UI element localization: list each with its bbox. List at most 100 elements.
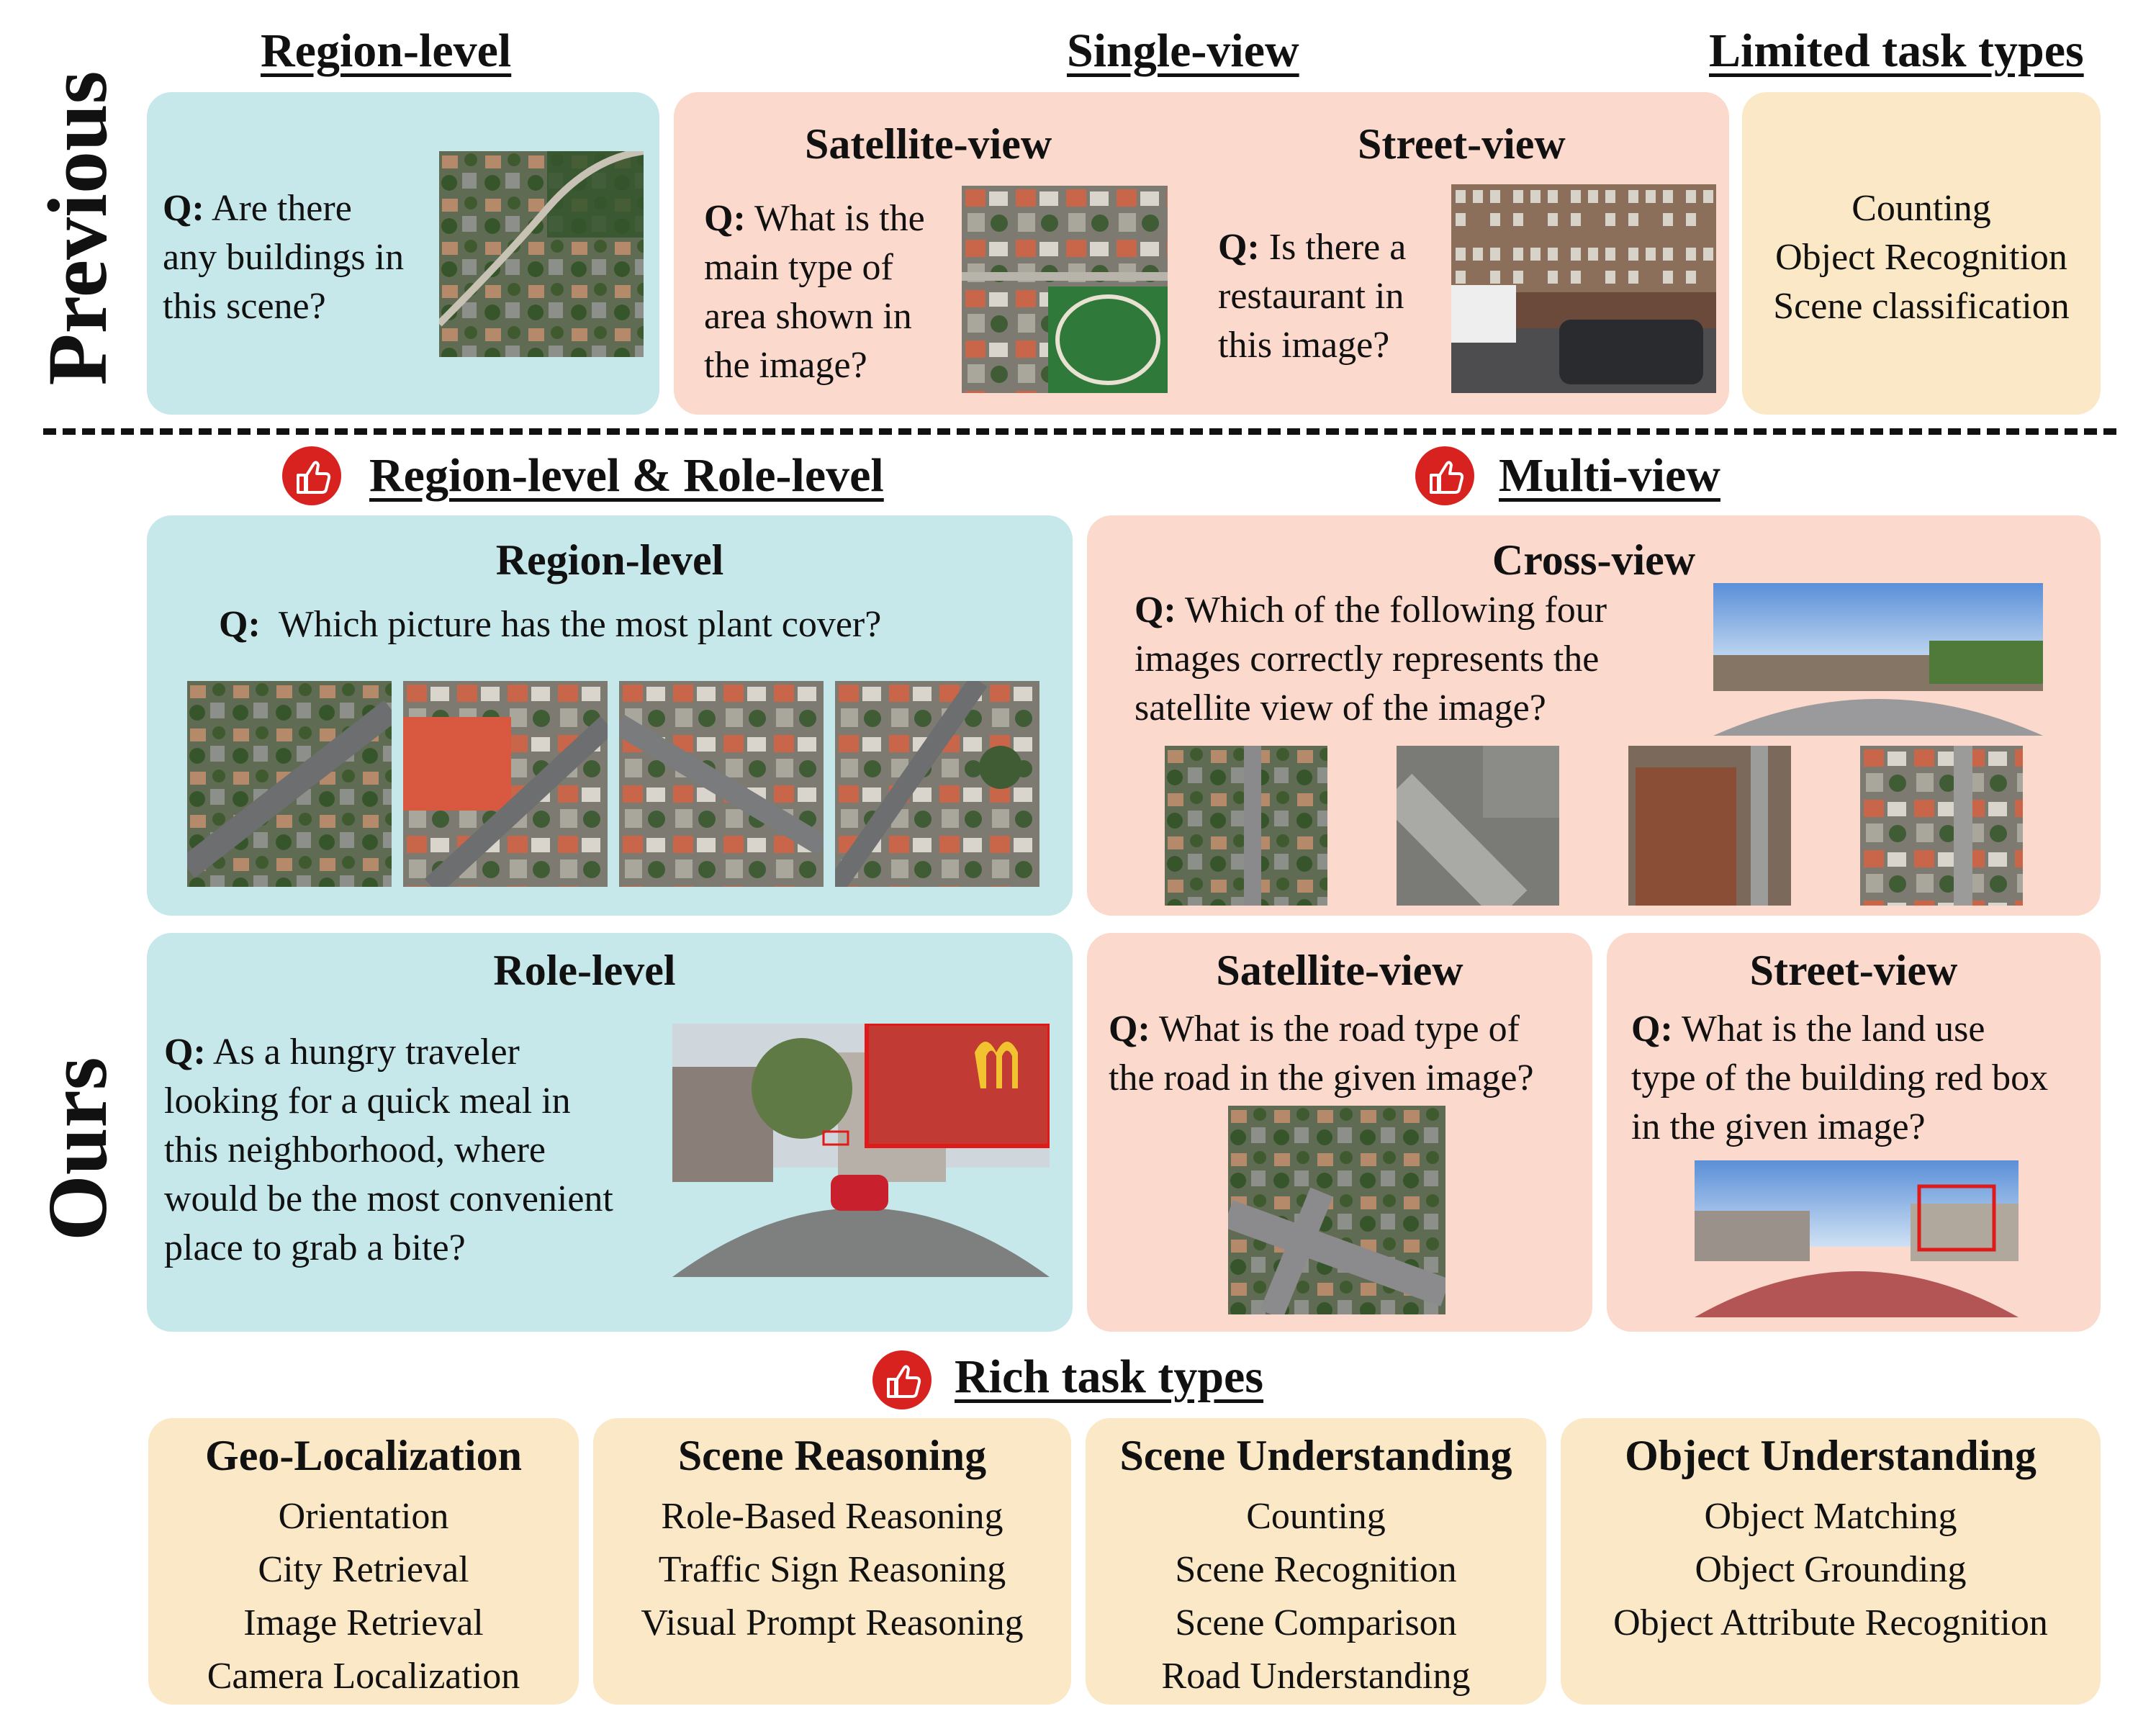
- header-rich-task-types: Rich task types: [955, 1350, 1264, 1403]
- q-prefix: Q:: [1631, 1009, 1673, 1050]
- ours-cross-view-panel: Cross-view Q: Which of the following fou…: [1087, 515, 2101, 916]
- task-group-scene-reasoning: Scene Reasoning Role-Based Reasoning Tra…: [593, 1418, 1071, 1705]
- task-item: Object Grounding: [1695, 1549, 1967, 1590]
- previous-task-list: Counting Object Recognition Scene classi…: [1742, 184, 2101, 331]
- task-item: Counting: [1246, 1496, 1386, 1537]
- task-group-title: Object Understanding: [1625, 1432, 2037, 1479]
- question-line: the image?: [704, 345, 867, 386]
- question-line: What is the land use: [1681, 1009, 1985, 1050]
- task-item: Image Retrieval: [243, 1602, 484, 1643]
- ours-street-view-panel: Street-view Q: What is the land use type…: [1607, 933, 2101, 1332]
- satellite-view-title: Satellite-view: [1216, 947, 1463, 994]
- question-line: this image?: [1218, 325, 1390, 366]
- task-item: Object Matching: [1704, 1496, 1957, 1537]
- q-prefix: Q:: [704, 198, 746, 239]
- street-question: Q: Is there a restaurant in this image?: [1218, 223, 1456, 370]
- cross-view-title: Cross-view: [1492, 536, 1696, 584]
- street-view-question: Q: What is the land use type of the buil…: [1631, 1005, 2099, 1152]
- task-item: Object Attribute Recognition: [1613, 1602, 2048, 1643]
- question-line: restaurant in: [1218, 276, 1404, 317]
- street-view-title: Street-view: [1749, 947, 1958, 994]
- header-limited-task-types: Limited task types: [1709, 24, 2084, 77]
- satellite-view-title: Satellite-view: [805, 120, 1052, 168]
- satellite-option-3: [1628, 746, 1791, 906]
- dashed-divider: [43, 428, 2116, 435]
- road-satellite-image: [1228, 1106, 1445, 1314]
- panorama-image: [1713, 583, 2043, 736]
- task-group-scene-understanding: Scene Understanding Counting Scene Recog…: [1086, 1418, 1546, 1705]
- q-prefix: Q:: [164, 1032, 206, 1073]
- task-group-items: Orientation City Retrieval Image Retriev…: [148, 1490, 579, 1703]
- question-line: in the given image?: [1631, 1106, 1926, 1147]
- task-item: Visual Prompt Reasoning: [641, 1602, 1024, 1643]
- previous-tasks-panel: Counting Object Recognition Scene classi…: [1742, 92, 2101, 415]
- task-group-title: Scene Understanding: [1119, 1432, 1512, 1479]
- satellite-option-4: [1860, 746, 2023, 906]
- region-level-question: Q: Which picture has the most plant cove…: [219, 600, 881, 649]
- satellite-option-2: [1397, 746, 1559, 906]
- role-level-title: Role-level: [493, 947, 676, 994]
- header-region-role-level: Region-level & Role-level: [369, 449, 884, 502]
- previous-region-panel: Q: Are there any buildings in this scene…: [147, 92, 659, 415]
- satellite-image: [962, 186, 1168, 393]
- question-line: the road in the given image?: [1109, 1057, 1534, 1098]
- aerial-option-2: [403, 681, 608, 887]
- task-item: City Retrieval: [258, 1549, 469, 1590]
- question-line: Is there a: [1268, 227, 1407, 268]
- ours-side-label: Ours: [30, 1057, 125, 1241]
- header-region-level: Region-level: [261, 24, 512, 77]
- aerial-option-3: [619, 681, 824, 887]
- aerial-image: [439, 151, 644, 357]
- task-item: Camera Localization: [207, 1656, 520, 1697]
- q-prefix: Q:: [1109, 1009, 1150, 1050]
- street-view-title: Street-view: [1358, 120, 1566, 168]
- aerial-option-1: [187, 681, 392, 887]
- task-group-title: Geo-Localization: [205, 1432, 522, 1479]
- role-panorama-image: [672, 1024, 1050, 1277]
- task-group-items: Counting Scene Recognition Scene Compari…: [1086, 1490, 1546, 1703]
- task-item: Object Recognition: [1775, 237, 2067, 278]
- region-level-title: Region-level: [495, 536, 724, 584]
- task-group-geo-localization: Geo-Localization Orientation City Retrie…: [148, 1418, 579, 1705]
- task-item: Scene Comparison: [1175, 1602, 1457, 1643]
- question-line: As a hungry traveler: [212, 1032, 520, 1073]
- question-line: Are there: [211, 188, 352, 229]
- question-line: looking for a quick meal in: [164, 1080, 571, 1122]
- question-text: Which picture has the most plant cover?: [278, 604, 882, 645]
- task-item: Road Understanding: [1161, 1656, 1471, 1697]
- task-item: Scene Recognition: [1175, 1549, 1457, 1590]
- q-prefix: Q:: [1218, 227, 1260, 268]
- task-item: Counting: [1851, 188, 1991, 229]
- question-line: What is the road type of: [1158, 1009, 1520, 1050]
- question-line: area shown in: [704, 296, 912, 337]
- task-group-title: Scene Reasoning: [677, 1432, 987, 1479]
- satellite-option-1: [1165, 746, 1327, 906]
- ours-region-level-panel: Region-level Q: Which picture has the mo…: [147, 515, 1073, 916]
- cross-view-question: Q: Which of the following four images co…: [1135, 586, 1696, 733]
- question-line: What is the: [754, 198, 925, 239]
- thumbs-up-icon: [872, 1350, 932, 1409]
- task-group-object-understanding: Object Understanding Object Matching Obj…: [1561, 1418, 2101, 1705]
- header-multi-view: Multi-view: [1499, 449, 1720, 502]
- task-item: Role-Based Reasoning: [661, 1496, 1003, 1537]
- previous-single-view-panel: Satellite-view Street-view Q: What is th…: [674, 92, 1729, 415]
- satellite-view-question: Q: What is the road type of the road in …: [1109, 1005, 1598, 1103]
- q-prefix: Q:: [219, 604, 261, 645]
- thumbs-up-icon: [282, 446, 341, 505]
- question-line: this scene?: [163, 286, 326, 327]
- task-item: Scene classification: [1773, 286, 2070, 327]
- task-item: Traffic Sign Reasoning: [658, 1549, 1006, 1590]
- q-prefix: Q:: [163, 188, 204, 229]
- question-line: any buildings in: [163, 237, 405, 278]
- thumbs-up-icon: [1415, 446, 1474, 505]
- street-image: [1451, 184, 1716, 393]
- ours-satellite-view-panel: Satellite-view Q: What is the road type …: [1087, 933, 1592, 1332]
- previous-side-label: Previous: [30, 71, 125, 386]
- question-line: Which of the following four: [1184, 590, 1607, 631]
- question-line: would be the most convenient: [164, 1178, 613, 1219]
- header-single-view: Single-view: [1067, 24, 1299, 77]
- role-level-question: Q: As a hungry traveler looking for a qu…: [164, 1028, 682, 1273]
- task-group-items: Object Matching Object Grounding Object …: [1561, 1490, 2101, 1650]
- question-line: satellite view of the image?: [1135, 687, 1546, 728]
- question-line: images correctly represents the: [1135, 639, 1600, 680]
